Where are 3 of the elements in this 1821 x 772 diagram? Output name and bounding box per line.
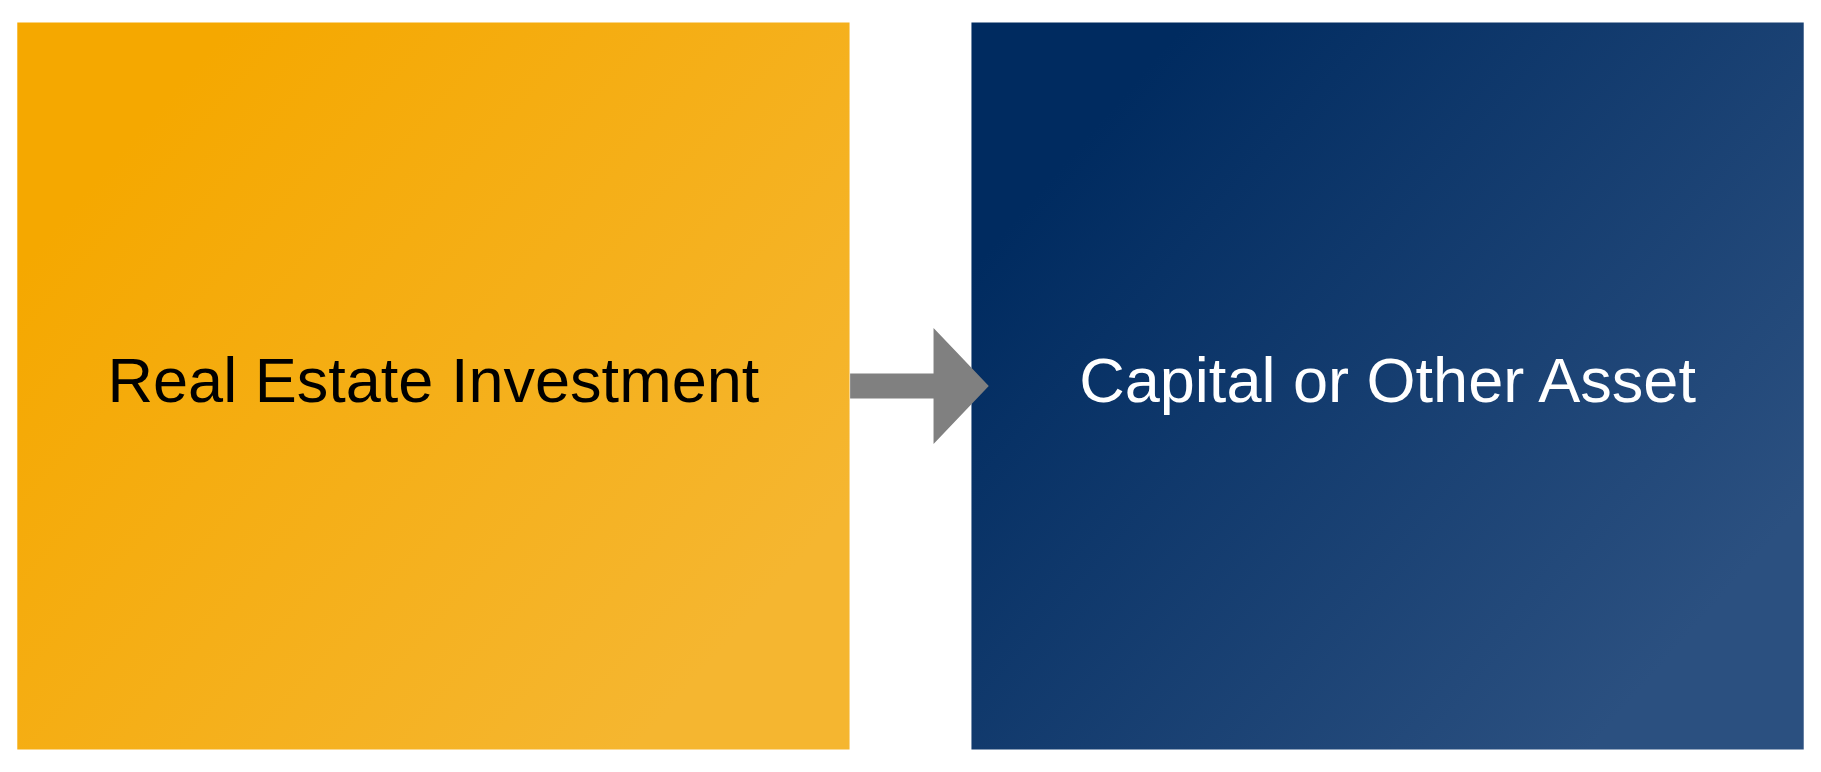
arrow <box>850 328 989 444</box>
node-box: Capital or Other Asset <box>971 22 1804 750</box>
node-box: Real Estate Investment <box>17 22 850 750</box>
